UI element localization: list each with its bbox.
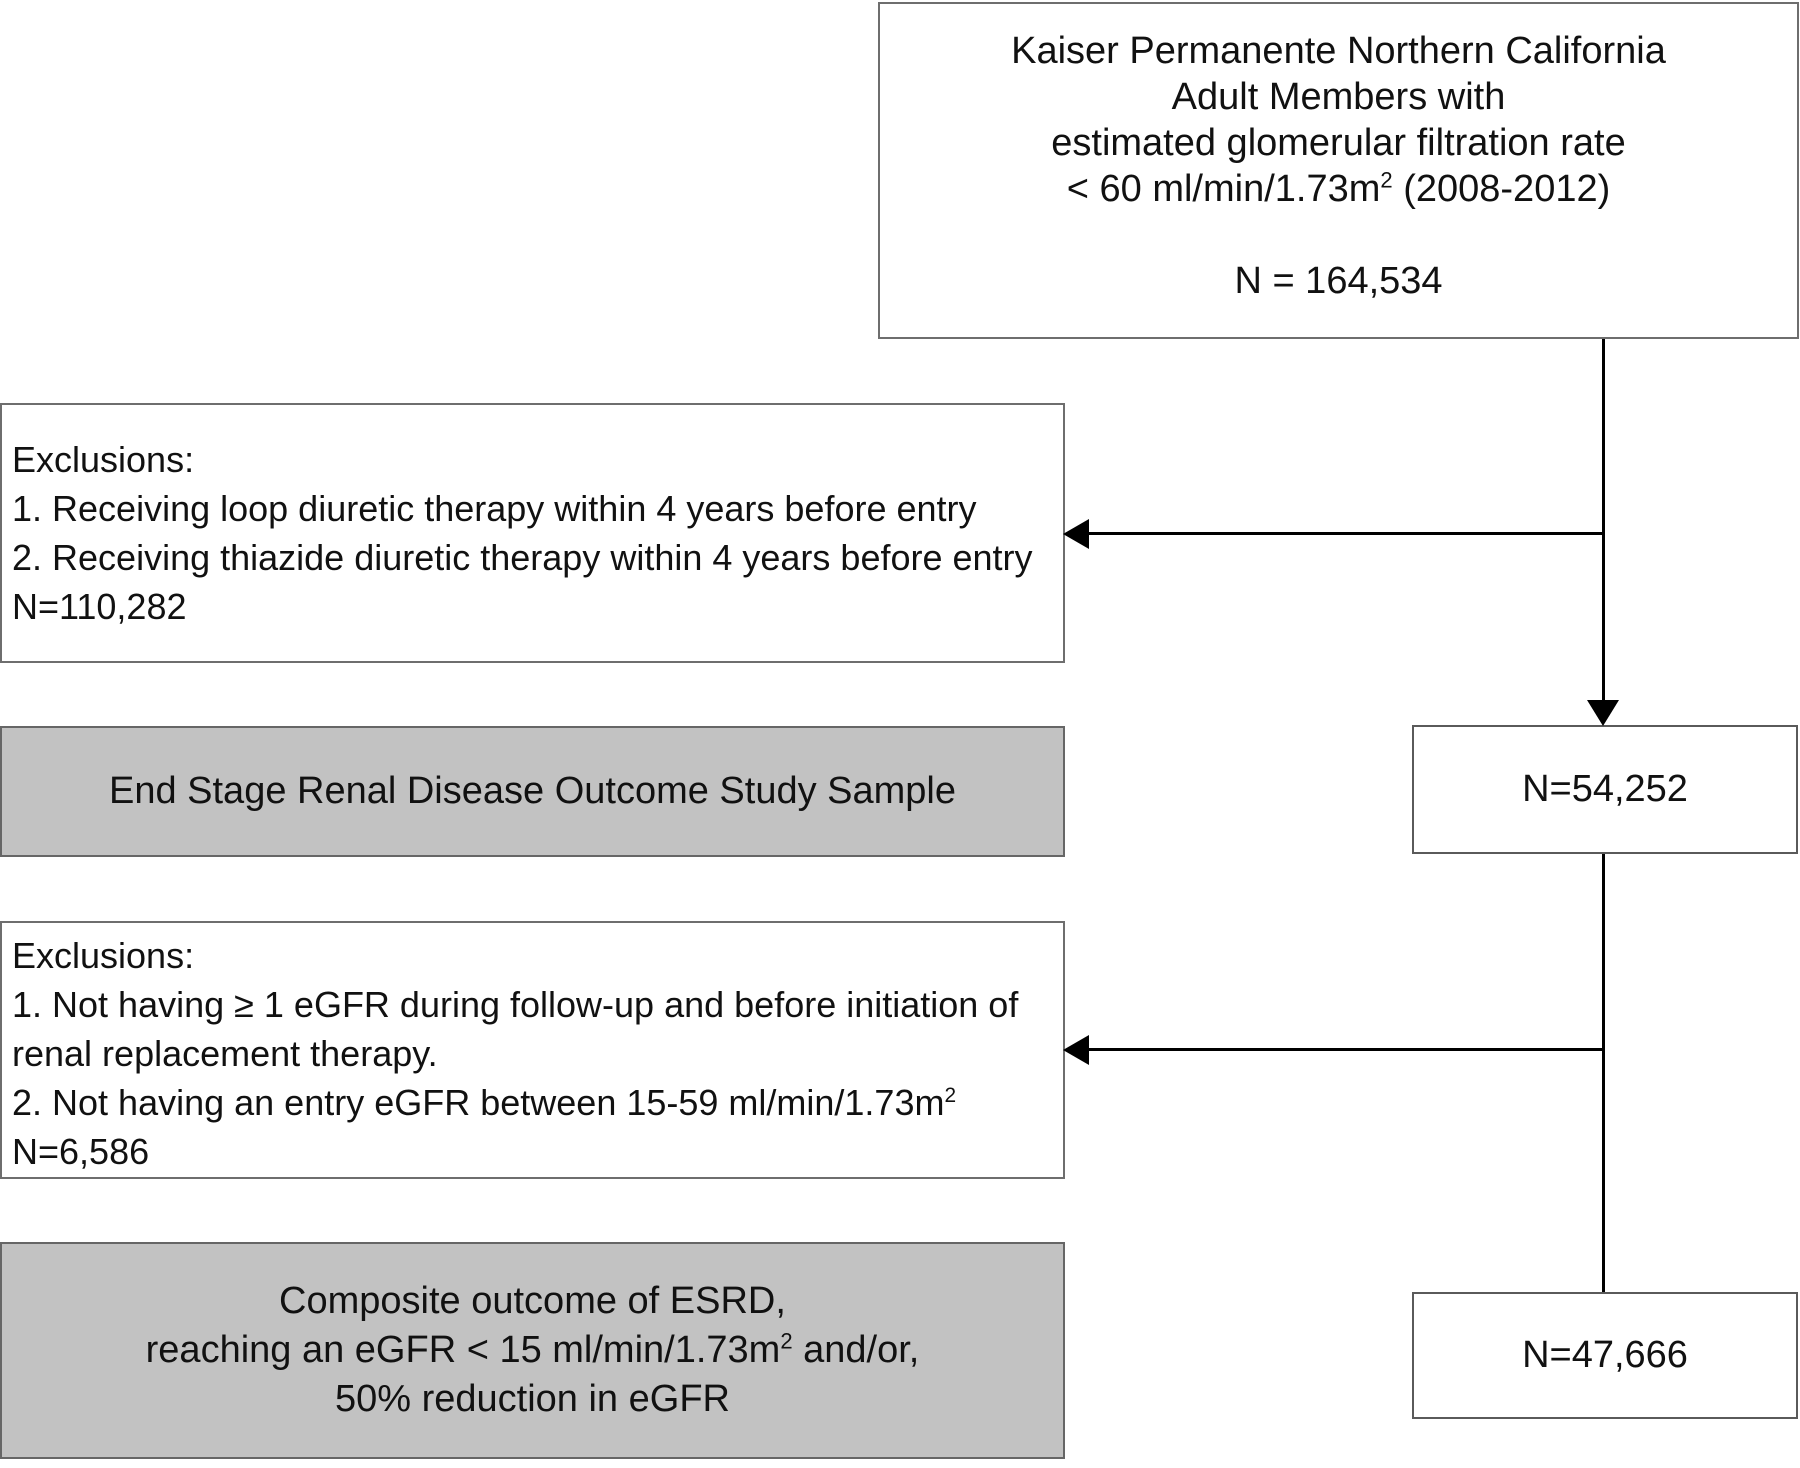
exclusions-1-n-value: N=110,282 bbox=[12, 586, 187, 627]
composite-outcome-line-2-text: reaching an eGFR < 15 ml/min/1.73m bbox=[145, 1329, 781, 1371]
arrowhead-left-icon bbox=[1063, 519, 1089, 549]
exclusions-2-item-2: 2. Not having an entry eGFR between 15-5… bbox=[2, 1078, 1063, 1127]
spacer bbox=[880, 212, 1797, 258]
n-box-after-exclusion-2: N=47,666 bbox=[1412, 1292, 1798, 1419]
connector-n1-to-n2 bbox=[1602, 854, 1605, 1292]
composite-outcome-line-3: 50% reduction in eGFR bbox=[335, 1378, 730, 1420]
esrd-outcome-sample-box: End Stage Renal Disease Outcome Study Sa… bbox=[0, 726, 1065, 857]
population-line-2: Adult Members with bbox=[1171, 76, 1506, 118]
population-n-value: N = 164,534 bbox=[1234, 260, 1443, 302]
population-line-4: < 60 ml/min/1.73m2 (2008-2012) bbox=[880, 166, 1797, 212]
exclusions-box-1: Exclusions: 1. Receiving loop diuretic t… bbox=[0, 403, 1065, 663]
exclusions-2-item-1: 1. Not having ≥ 1 eGFR during follow-up … bbox=[12, 984, 1019, 1025]
esrd-outcome-sample-label: End Stage Renal Disease Outcome Study Sa… bbox=[108, 770, 957, 812]
composite-outcome-line-1: Composite outcome of ESRD, bbox=[279, 1280, 786, 1322]
connector-to-exclusions-1 bbox=[1086, 532, 1604, 535]
connector-top-to-n1 bbox=[1602, 339, 1605, 702]
superscript-2: 2 bbox=[1380, 167, 1393, 193]
n-box-after-exclusion-1: N=54,252 bbox=[1412, 725, 1798, 854]
composite-outcome-line-2: reaching an eGFR < 15 ml/min/1.73m2 and/… bbox=[146, 1326, 920, 1375]
exclusions-2-item-2-text: 2. Not having an entry eGFR between 15-5… bbox=[12, 1082, 945, 1123]
population-line-1: Kaiser Permanente Northern California bbox=[1011, 30, 1666, 72]
exclusions-1-item-1: 1. Receiving loop diuretic therapy withi… bbox=[12, 488, 977, 529]
population-line-4-years: (2008-2012) bbox=[1392, 168, 1611, 210]
exclusions-1-item-2: 2. Receiving thiazide diuretic therapy w… bbox=[12, 537, 1033, 578]
connector-to-exclusions-2 bbox=[1086, 1048, 1604, 1051]
population-line-4-text: < 60 ml/min/1.73m bbox=[1066, 168, 1381, 210]
superscript-2: 2 bbox=[780, 1328, 793, 1354]
n-value-54252: N=54,252 bbox=[1522, 768, 1688, 810]
exclusions-1-title: Exclusions: bbox=[12, 439, 195, 480]
population-box: Kaiser Permanente Northern California Ad… bbox=[878, 2, 1799, 339]
arrowhead-down-icon bbox=[1587, 700, 1619, 726]
composite-outcome-box: Composite outcome of ESRD, reaching an e… bbox=[0, 1242, 1065, 1459]
composite-outcome-line-2-andor: and/or, bbox=[792, 1329, 920, 1371]
exclusions-2-title: Exclusions: bbox=[12, 935, 195, 976]
exclusions-2-item-1-cont: renal replacement therapy. bbox=[12, 1033, 438, 1074]
exclusions-2-n-value: N=6,586 bbox=[12, 1131, 150, 1172]
superscript-2: 2 bbox=[944, 1084, 957, 1107]
population-line-3: estimated glomerular filtration rate bbox=[1051, 122, 1626, 164]
arrowhead-left-icon bbox=[1063, 1035, 1089, 1065]
n-value-47666: N=47,666 bbox=[1522, 1334, 1688, 1376]
exclusions-box-2: Exclusions: 1. Not having ≥ 1 eGFR durin… bbox=[0, 921, 1065, 1179]
